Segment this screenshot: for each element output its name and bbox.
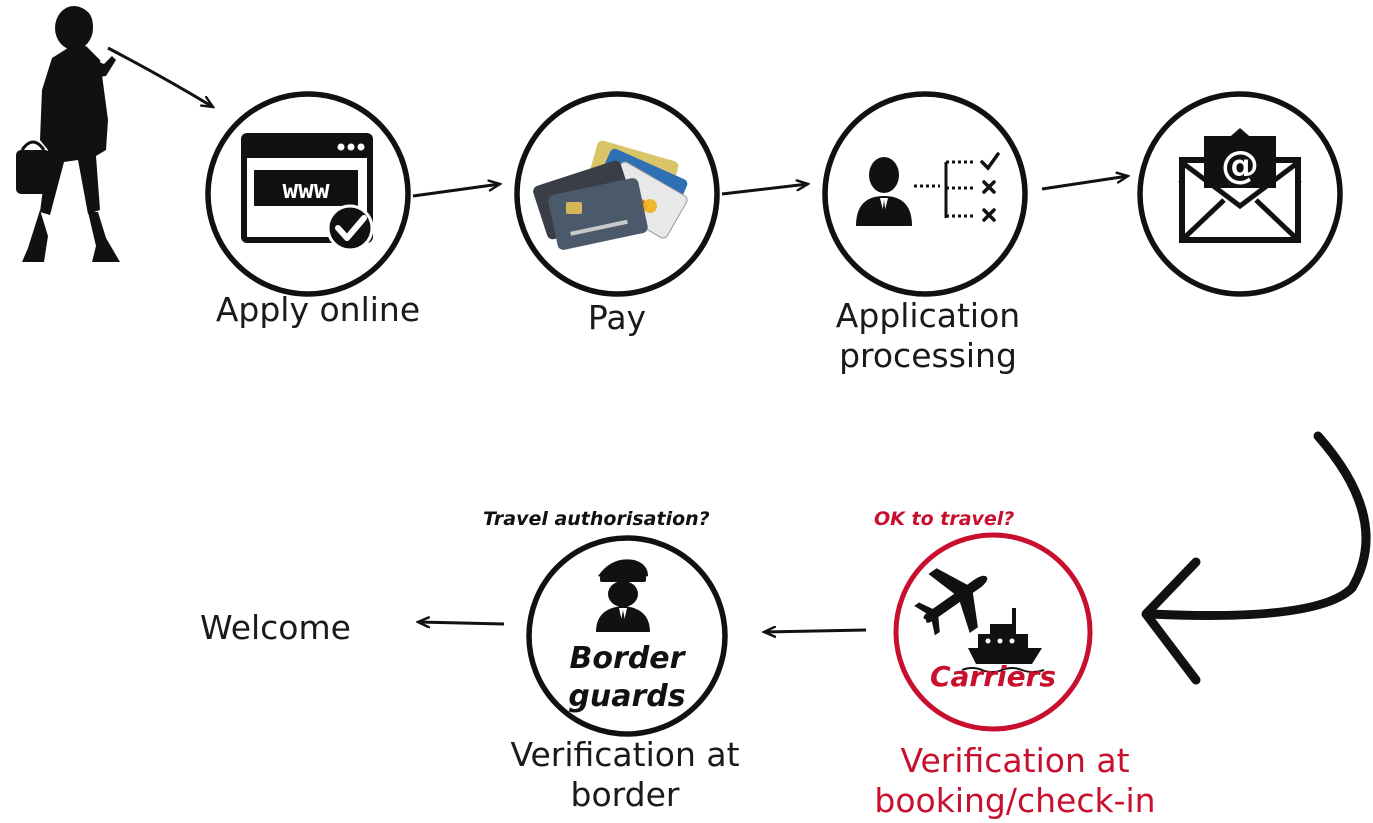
border-officer-icon <box>596 559 650 632</box>
credit-cards-icon <box>533 140 688 250</box>
border-guards-node <box>526 535 728 737</box>
pay-node <box>514 91 720 297</box>
pay-label: Pay <box>587 298 647 337</box>
arrow-email-to-carriers <box>1141 431 1371 685</box>
arrow-traveller-to-apply <box>107 46 213 107</box>
arrow-border-to-welcome <box>418 622 505 624</box>
apply-online-node: www <box>205 91 411 297</box>
email-node: @ <box>1137 91 1343 297</box>
verification-carrier-label: Verification at booking/check-in <box>874 741 1156 820</box>
application-processing-node <box>822 91 1028 297</box>
carriers-inner-label: Carriers <box>929 660 1057 693</box>
carrier-question: OK to travel? <box>874 508 1015 530</box>
svg-text:www: www <box>283 175 330 205</box>
apply-online-label: Apply online <box>215 290 421 329</box>
airplane-icon <box>914 568 988 636</box>
application-processing-label: Application processing <box>835 296 1021 375</box>
welcome-label: Welcome <box>200 608 351 647</box>
arrow-carriers-to-border <box>764 630 867 632</box>
traveller-silhouette-icon <box>16 6 120 262</box>
arrow-pay-to-processing <box>721 184 808 196</box>
browser-check-icon: www <box>241 133 374 252</box>
arrow-apply-to-pay <box>412 184 500 198</box>
svg-text:@: @ <box>1221 143 1259 187</box>
carriers-node <box>893 532 1093 732</box>
verification-border-label: Verification at border <box>510 735 740 814</box>
arrow-processing-to-email <box>1041 176 1128 191</box>
email-envelope-icon: @ <box>1178 128 1302 243</box>
ship-icon <box>961 608 1045 673</box>
person-checklist-icon <box>856 152 1000 226</box>
border-guards-inner-label: Border guards <box>568 641 686 714</box>
border-question: Travel authorisation? <box>483 508 710 530</box>
